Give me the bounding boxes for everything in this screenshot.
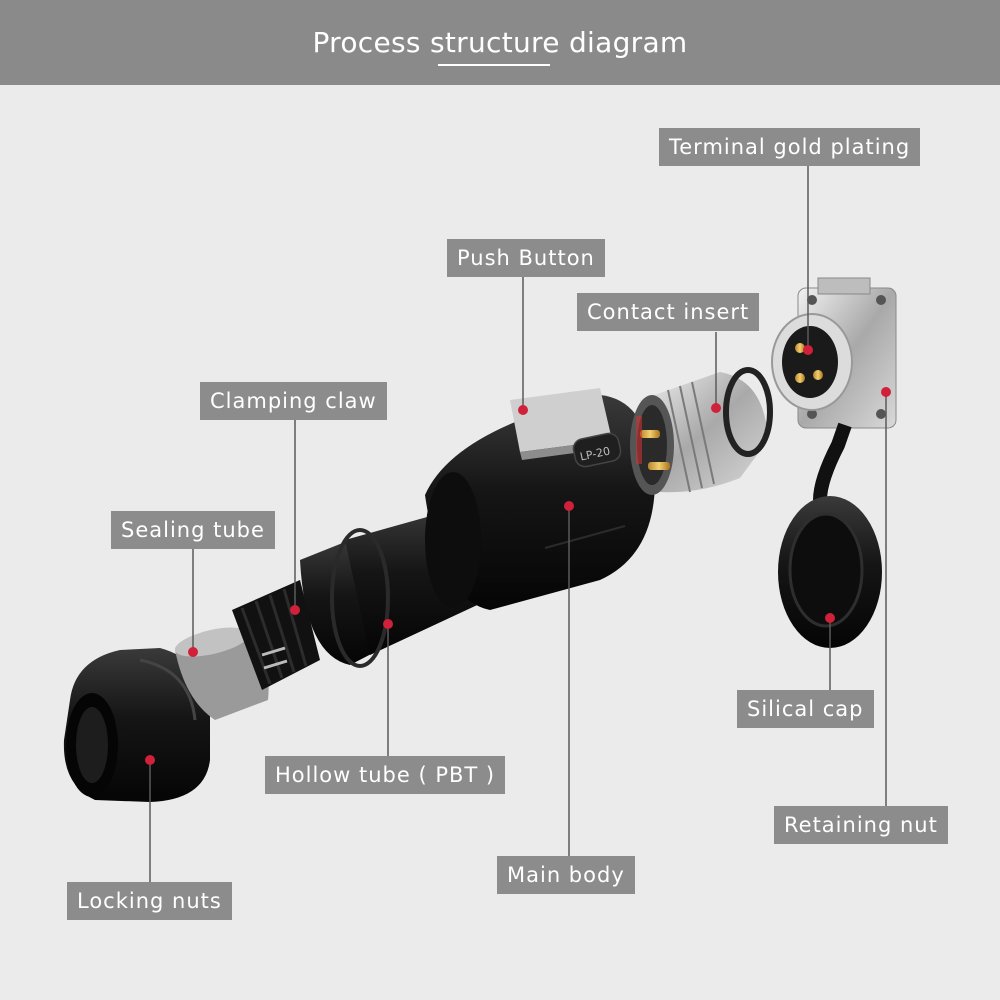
marker-main-body [564, 501, 574, 511]
locking-nut-part [63, 648, 210, 802]
label-hollow-tube: Hollow tube ( PBT ) [265, 756, 506, 794]
label-retaining-nut: Retaining nut [774, 806, 948, 844]
main-body-part: LP-20 [425, 388, 655, 610]
marker-silical-cap [825, 613, 835, 623]
contact-insert-part [630, 367, 773, 495]
marker-locking-nuts [145, 755, 155, 765]
model-marking: LP-20 [579, 444, 612, 463]
marker-terminal-gold-plating [803, 345, 813, 355]
label-silical-cap: Silical cap [737, 690, 874, 728]
label-locking-nuts: Locking nuts [67, 882, 232, 920]
marker-sealing-tube [188, 647, 198, 657]
header-bar: Process structure diagram [0, 0, 1000, 85]
label-push-button: Push Button [447, 239, 605, 277]
leader-lines [149, 166, 887, 882]
marker-hollow-tube [383, 619, 393, 629]
marker-contact-insert [711, 403, 721, 413]
label-sealing-tube: Sealing tube [111, 511, 275, 549]
marker-retaining-nut [881, 387, 891, 397]
label-clamping-claw: Clamping claw [200, 382, 387, 420]
silicone-cap-part [778, 422, 882, 648]
receptacle-socket-part [771, 277, 897, 429]
marker-push-button [518, 405, 528, 415]
label-main-body: Main body [497, 856, 635, 894]
label-contact-insert: Contact insert [577, 293, 760, 331]
title-underline [438, 64, 550, 66]
label-terminal-gold-plating: Terminal gold plating [659, 128, 921, 166]
part-markers [145, 345, 891, 765]
marker-clamping-claw [290, 605, 300, 615]
page-title: Process structure diagram [312, 26, 688, 59]
